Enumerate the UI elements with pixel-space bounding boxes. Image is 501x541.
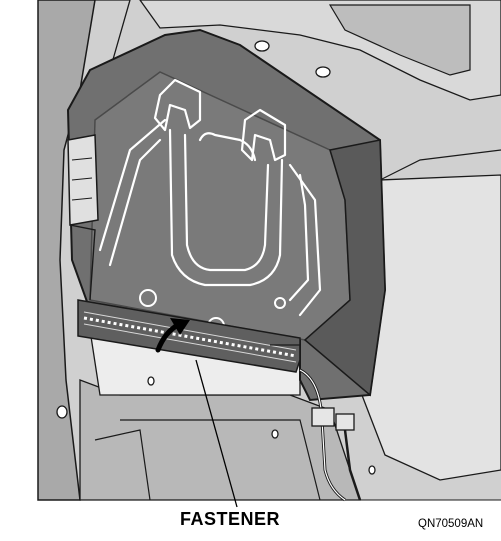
pull-direction-arrow <box>155 318 190 353</box>
cover-hole <box>139 289 157 307</box>
connector <box>335 413 355 431</box>
connector <box>311 407 335 427</box>
fastener-strip <box>77 299 301 373</box>
mounting-hole <box>315 66 331 78</box>
mounting-hole <box>56 405 68 419</box>
figure-code: QN70509AN <box>418 518 484 530</box>
wiring-harness <box>299 368 362 502</box>
callout-leader-line <box>195 359 238 508</box>
seat-back-emboss <box>98 78 322 317</box>
mounting-hole <box>147 376 155 386</box>
mounting-hole <box>368 465 376 475</box>
mounting-holes <box>56 40 376 475</box>
cover-hole <box>274 297 286 309</box>
fastener-callout-label: FASTENER <box>180 509 281 529</box>
mounting-hole <box>271 429 279 439</box>
mounting-hole <box>254 40 270 52</box>
